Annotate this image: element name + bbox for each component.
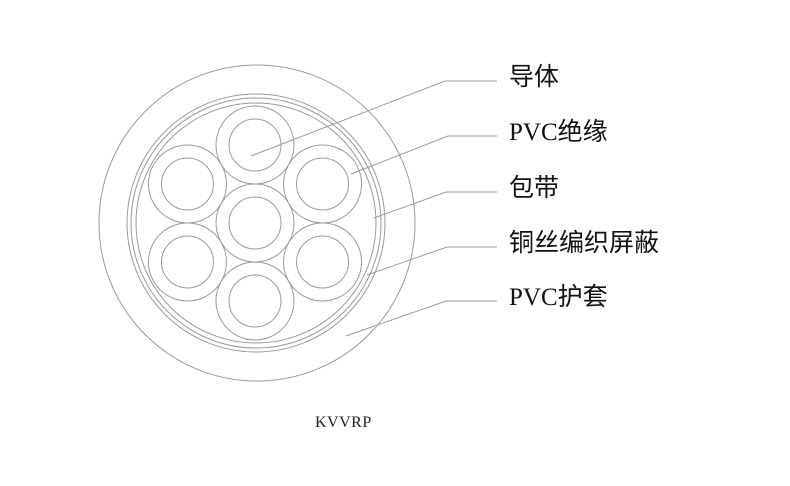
leader-line-copper-braid-shield xyxy=(366,246,497,276)
label-pvc-insulation: PVC绝缘 xyxy=(509,119,608,146)
core-4 xyxy=(283,222,363,302)
copper-braid-shield-outer-ring xyxy=(126,93,386,353)
core-6 xyxy=(147,222,227,302)
conductor-circle xyxy=(296,235,350,289)
label-pvc-sheath: PVC护套 xyxy=(509,284,608,311)
conductor-circle xyxy=(228,274,282,328)
label-wrapping-tape: 包带 xyxy=(509,175,560,202)
pvc-insulation-circle xyxy=(147,144,227,224)
conductor-circle xyxy=(228,196,282,250)
core-1 xyxy=(215,183,295,263)
pvc-insulation-circle xyxy=(283,144,363,224)
core-2 xyxy=(215,105,295,185)
label-conductor: 导体 xyxy=(509,64,560,91)
conductor-circle xyxy=(160,235,214,289)
label-copper-braid-shield: 铜丝编织屏蔽 xyxy=(509,230,660,257)
leader-line-pvc-sheath xyxy=(345,300,497,337)
conductor-circle xyxy=(228,118,282,172)
leader-line-pvc-insulation xyxy=(350,135,497,175)
pvc-insulation-circle xyxy=(215,261,295,341)
pvc-insulation-circle xyxy=(215,183,295,263)
wrapping-tape-ring xyxy=(135,102,377,344)
conductor-circle xyxy=(296,157,350,211)
leader-line-conductor xyxy=(250,80,497,157)
pvc-insulation-circle xyxy=(215,105,295,185)
copper-braid-shield-inner-ring xyxy=(130,97,382,349)
cable-model-caption: KVVRP xyxy=(315,414,372,431)
pvc-insulation-circle xyxy=(147,222,227,302)
pvc-insulation-circle xyxy=(283,222,363,302)
core-7 xyxy=(147,144,227,224)
pvc-sheath-outer-circle xyxy=(98,64,416,382)
conductor-circle xyxy=(160,157,214,211)
leader-line-wrapping-tape xyxy=(373,191,497,219)
core-5 xyxy=(215,261,295,341)
core-3 xyxy=(283,144,363,224)
